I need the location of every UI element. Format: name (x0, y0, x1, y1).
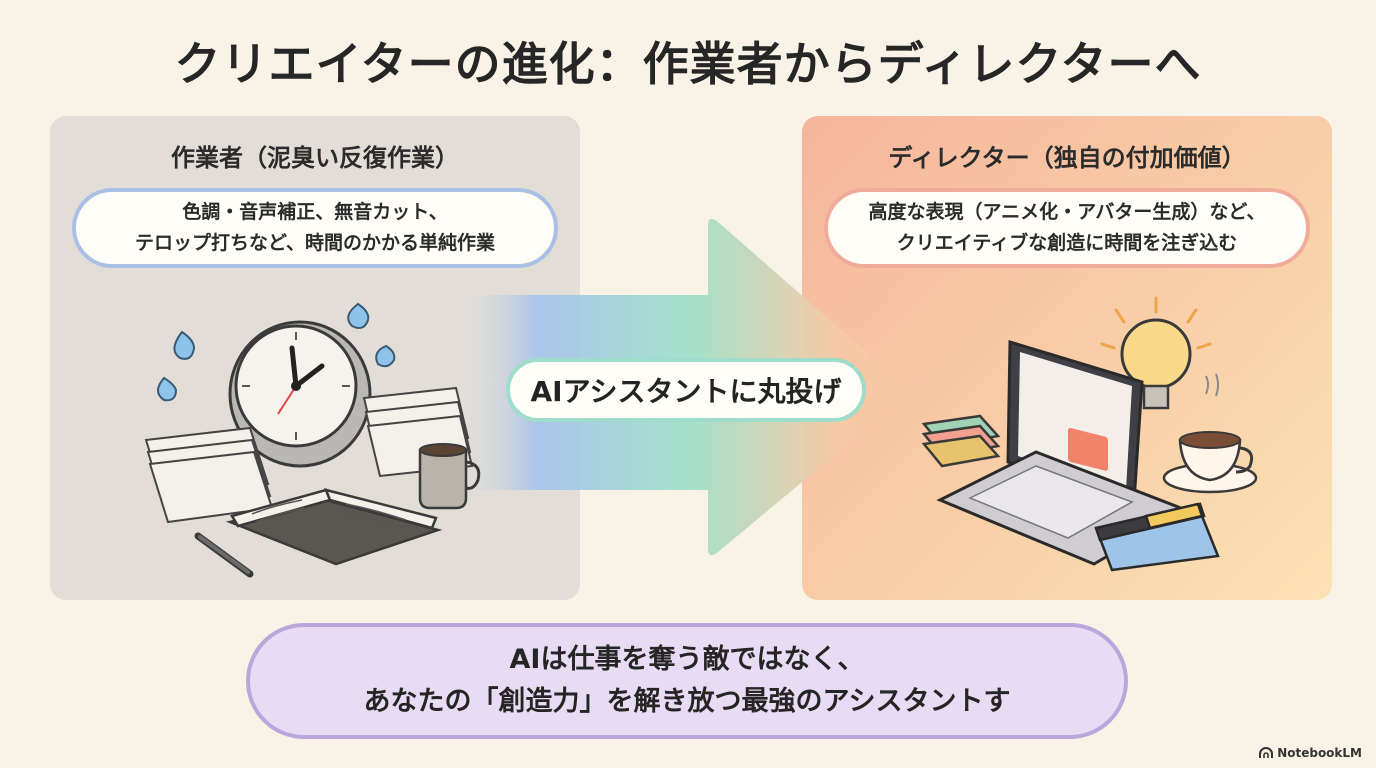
worker-description-line1: 色調・音声補正、無音カット、 (182, 201, 448, 223)
sweat-drop-icon (157, 302, 396, 402)
book-stack-icon (921, 414, 1001, 468)
page-title: クリエイターの進化：作業者からディレクターへ (174, 37, 1202, 91)
notebook-icon (225, 488, 443, 566)
mug-icon (418, 443, 481, 510)
worker-illustration (144, 302, 481, 578)
worker-panel-heading: 作業者（泥臭い反復作業） (171, 144, 459, 172)
director-description-line1: 高度な表現（アニメ化・アバター生成）など、 (868, 201, 1266, 223)
watermark-text: NotebookLM (1277, 746, 1362, 760)
arrow-label: AIアシスタントに丸投げ (506, 358, 866, 422)
conclusion-box: AIは仕事を奪う敵ではなく、 あなたの「創造力」を解き放つ最強のアシスタントす (246, 623, 1128, 739)
coffee-cup-icon (1162, 373, 1258, 494)
pen-icon (194, 532, 254, 578)
notebooklm-watermark: NotebookLM (1259, 746, 1362, 760)
clapperboard-icon (1094, 502, 1220, 572)
director-illustration (921, 296, 1258, 572)
conclusion-line2: あなたの「創造力」を解き放つ最強のアシスタントす (363, 686, 1011, 717)
worker-description-line2: テロップ打ちなど、時間のかかる単純作業 (134, 232, 496, 254)
notebooklm-logo-icon (1259, 747, 1274, 758)
conclusion-line1: AIは仕事を奪う敵ではなく、 (509, 644, 865, 675)
director-description-bubble: 高度な表現（アニメ化・アバター生成）など、 クリエイティブな創造に時間を注ぎ込む (824, 188, 1310, 268)
paper-stack-icon (144, 386, 474, 524)
worker-description-bubble: 色調・音声補正、無音カット、 テロップ打ちなど、時間のかかる単純作業 (72, 188, 558, 268)
director-panel-heading: ディレクター（独自の付加価値） (888, 144, 1246, 172)
clock-icon (228, 320, 372, 468)
director-description-line2: クリエイティブな創造に時間を注ぎ込む (896, 232, 1238, 254)
lightbulb-icon (1100, 296, 1212, 410)
